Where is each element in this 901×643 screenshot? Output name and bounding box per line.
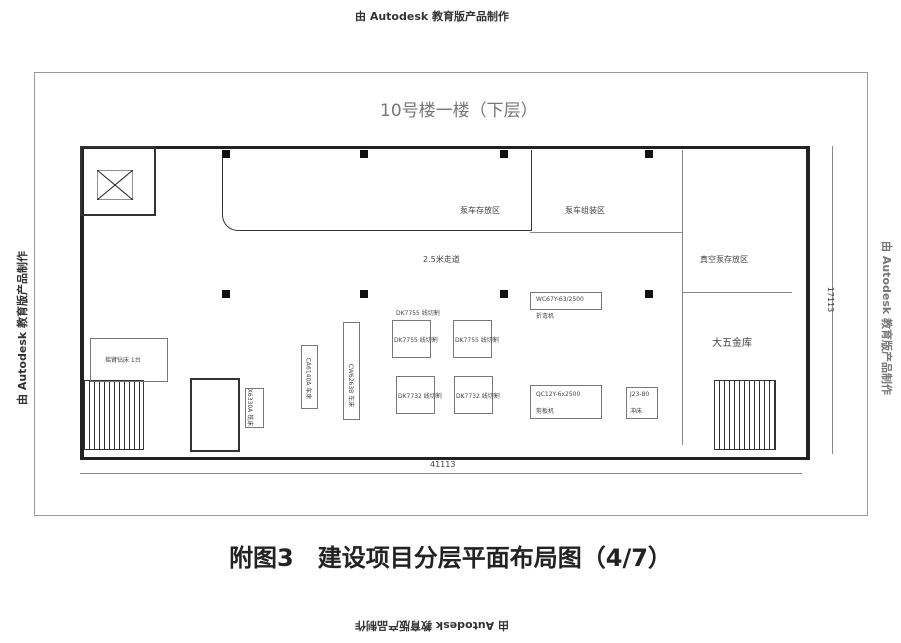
stair-left [84,380,144,450]
machine-label: J23-80 [630,391,650,398]
machine-type: 剪板机 [536,408,555,415]
drawing-frame [34,72,868,516]
plan-title: 10号楼一楼（下层） [380,101,538,121]
label-aisle: 2.5米走道 [423,255,460,264]
machine-label: QC12Y-6x2500 [536,391,581,398]
machine-label: DK7732 线切割 [398,393,442,400]
dimension-height: 17113 [826,286,836,313]
watermark-top: 由 Autodesk 教育版产品制作 [355,10,510,23]
building-outline [80,146,810,460]
zone-pump-storage [222,150,532,231]
watermark-bottom: 由 Autodesk 教育版产品制作 [355,619,510,632]
machine-label: DK7732 线切割 [456,393,500,400]
label-vacuum-pump: 真空泵存放区 [700,255,748,264]
label-pump-assembly: 泵车组装区 [565,206,605,215]
machine-label: DK7755 线切割 [455,337,499,344]
figure-caption: 附图3 建设项目分层平面布局图（4/7） [229,544,672,572]
machine-type: 折弯机 [536,313,555,320]
label-big-parts: 大五金库 [712,338,752,349]
machine-label: DK7755 线切割 [394,337,438,344]
stair-right [714,380,776,450]
label-pump-storage: 泵车存放区 [460,206,500,215]
machine-label: WC67Y-63/2500 [536,296,584,303]
machine-label: CW6263B 车床 [347,363,355,408]
machine-label: 摇臂钻床 1台 [105,357,141,364]
watermark-right: 由 Autodesk 教育版产品制作 [880,240,894,396]
machine-label: DK7755 线切割 [396,310,440,317]
utility-room [190,378,240,452]
elevator-shaft [80,146,156,216]
dimension-width: 41113 [430,460,456,469]
machine-type: 冲床 [630,408,643,415]
machine-label: CA6140A 车床 [304,357,312,400]
watermark-left: 由 Autodesk 教育版产品制作 [16,250,30,406]
machine-label: X6330A 铣床 [246,388,254,427]
zone-pump-assembly [530,150,682,233]
